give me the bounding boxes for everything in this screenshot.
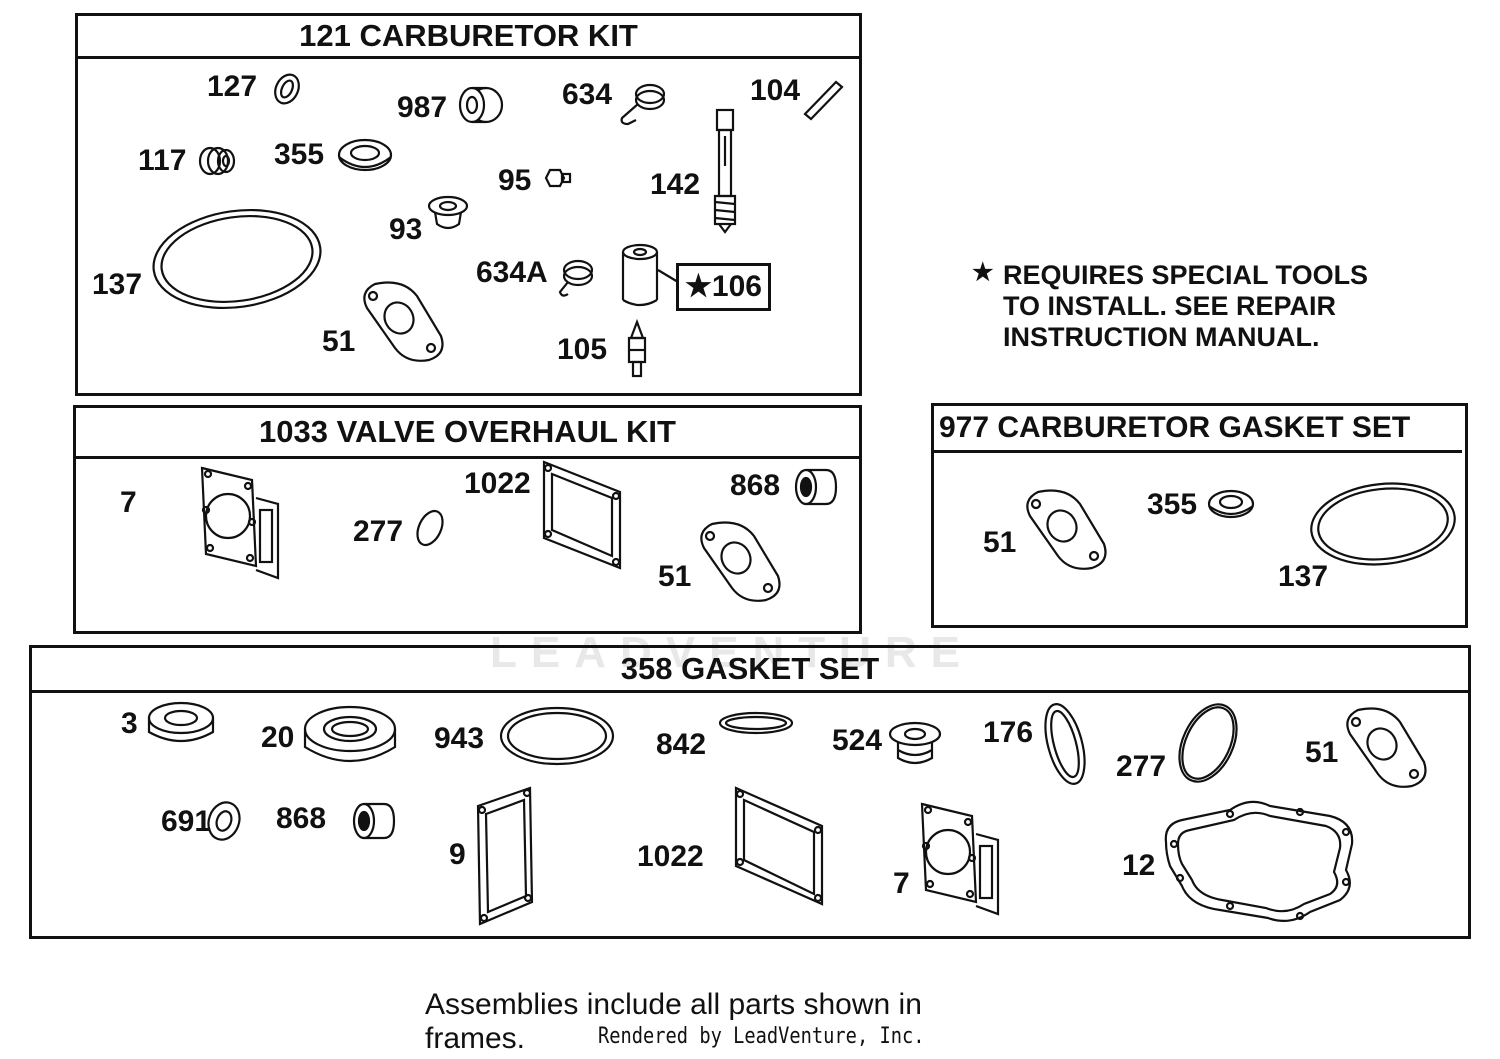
part-868-seal-icon[interactable] [792, 466, 838, 508]
part-label-117[interactable]: 117 [138, 144, 187, 177]
part-label-3[interactable]: 3 [121, 707, 138, 740]
part-label-137[interactable]: 137 [92, 268, 143, 301]
part-355-icon[interactable] [336, 137, 394, 173]
part-7-358-cylinder-gasket-icon[interactable] [916, 796, 1004, 918]
part-label-12[interactable]: 12 [1122, 849, 1156, 882]
part-634a-icon[interactable] [556, 256, 598, 300]
part-label-51-carb-kit[interactable]: 51 [322, 325, 356, 358]
part-51-carb-kit-icon[interactable] [355, 278, 449, 366]
frame-gasket-set: 358 GASKET SET [29, 645, 1471, 939]
part-label-1022-valve-kit[interactable]: 1022 [464, 467, 531, 500]
part-142-icon[interactable] [706, 106, 746, 236]
frame-title-gasket-set: 358 GASKET SET [32, 648, 1468, 693]
part-127-icon[interactable] [270, 72, 304, 106]
part-label-868-valve-kit[interactable]: 868 [730, 469, 781, 502]
frame-valve-overhaul-kit: 1033 VALVE OVERHAUL KIT [73, 405, 862, 634]
part-label-51-358[interactable]: 51 [1305, 736, 1339, 769]
watermark: LEADVENTURE [490, 628, 975, 677]
frame-carburetor-gasket-set: 977 CARBURETOR GASKET SET [931, 403, 1468, 628]
part-691-washer-icon[interactable] [204, 800, 244, 842]
part-104-icon[interactable] [800, 78, 846, 124]
part-105-icon[interactable] [622, 318, 652, 380]
part-label-868-358[interactable]: 868 [276, 802, 327, 835]
note-line-1: REQUIRES SPECIAL TOOLS [1003, 260, 1369, 290]
part-label-137-977[interactable]: 137 [1278, 560, 1329, 593]
star-icon: ★ [685, 270, 712, 303]
boxed-label-106[interactable]: ★106 [676, 263, 771, 311]
part-label-104[interactable]: 104 [750, 74, 801, 107]
part-label-142[interactable]: 142 [650, 168, 701, 201]
part-label-355[interactable]: 355 [274, 138, 325, 171]
footer-note: Assemblies include all parts shown in fr… [425, 988, 922, 1056]
part-51-358-icon[interactable] [1338, 704, 1432, 792]
part-137-icon[interactable] [148, 205, 326, 313]
part-label-277-valve-kit[interactable]: 277 [353, 515, 404, 548]
part-label-176[interactable]: 176 [983, 716, 1034, 749]
frame-title-valve-overhaul-kit: 1033 VALVE OVERHAUL KIT [76, 408, 859, 459]
part-label-9[interactable]: 9 [449, 838, 466, 871]
frame-title-carburetor-kit: 121 CARBURETOR KIT [78, 16, 859, 59]
part-7-cylinder-gasket-icon[interactable] [196, 460, 284, 582]
footer-line-1: Assemblies include all parts shown in [425, 988, 922, 1021]
part-1022-358-gasket-icon[interactable] [730, 784, 828, 908]
part-137-977-icon[interactable] [1307, 478, 1459, 570]
part-176-gasket-icon[interactable] [1038, 700, 1092, 788]
star-icon: ★ [972, 259, 994, 286]
leader-line-106 [657, 269, 679, 283]
part-label-51-valve-kit[interactable]: 51 [658, 560, 692, 593]
part-label-691[interactable]: 691 [161, 805, 212, 838]
footer-line-2: frames. [425, 1022, 526, 1055]
part-label-7-valve-kit[interactable]: 7 [120, 486, 137, 519]
part-1022-cover-gasket-icon[interactable] [536, 458, 628, 572]
part-9-gasket-icon[interactable] [470, 784, 540, 930]
note-line-2: TO INSTALL. SEE REPAIR [1003, 291, 1337, 321]
part-277-358-oring-icon[interactable] [1172, 700, 1244, 786]
part-524-plug-icon[interactable] [886, 720, 944, 770]
part-label-7-358[interactable]: 7 [893, 867, 910, 900]
part-93-icon[interactable] [425, 194, 471, 234]
part-label-277-358[interactable]: 277 [1116, 750, 1167, 783]
part-label-95[interactable]: 95 [498, 164, 532, 197]
part-label-127[interactable]: 127 [207, 70, 258, 103]
note-line-3: INSTRUCTION MANUAL. [1003, 322, 1320, 352]
frame-title-carburetor-gasket-set: 977 CARBURETOR GASKET SET [934, 406, 1462, 453]
part-868-358-seal-icon[interactable] [350, 800, 396, 842]
part-label-51-977[interactable]: 51 [983, 526, 1017, 559]
part-634-icon[interactable] [616, 78, 670, 130]
part-label-943[interactable]: 943 [434, 722, 485, 755]
part-51-977-icon[interactable] [1018, 486, 1112, 574]
part-277-oring-icon[interactable] [411, 506, 449, 550]
part-label-634a[interactable]: 634A [476, 256, 548, 289]
part-3-seal-icon[interactable] [146, 700, 216, 750]
part-label-1022-358[interactable]: 1022 [637, 840, 704, 873]
part-117-icon[interactable] [196, 145, 238, 177]
part-label-93[interactable]: 93 [389, 213, 423, 246]
part-20-seal-icon[interactable] [302, 703, 398, 775]
special-tools-note: REQUIRES SPECIAL TOOLS TO INSTALL. SEE R… [1003, 260, 1368, 353]
part-95-icon[interactable] [542, 164, 574, 194]
part-51-valve-kit-icon[interactable] [692, 518, 786, 606]
footer-credit: Rendered by LeadVenture, Inc. [598, 1024, 925, 1049]
part-label-842[interactable]: 842 [656, 728, 707, 761]
part-label-106: 106 [711, 270, 762, 303]
part-12-crankcase-gasket-icon[interactable] [1160, 792, 1360, 928]
part-943-ring-icon[interactable] [498, 704, 616, 768]
part-987-icon[interactable] [456, 85, 504, 125]
part-355-977-icon[interactable] [1206, 488, 1256, 520]
part-842-ring-icon[interactable] [717, 708, 795, 738]
part-label-524[interactable]: 524 [832, 724, 883, 757]
part-label-987[interactable]: 987 [397, 91, 448, 124]
part-label-355-977[interactable]: 355 [1147, 488, 1198, 521]
part-label-20[interactable]: 20 [261, 721, 295, 754]
part-106-float-icon[interactable] [618, 242, 662, 310]
part-label-634[interactable]: 634 [562, 78, 613, 111]
frame-carburetor-kit: 121 CARBURETOR KIT [75, 13, 862, 396]
part-label-105[interactable]: 105 [557, 333, 608, 366]
